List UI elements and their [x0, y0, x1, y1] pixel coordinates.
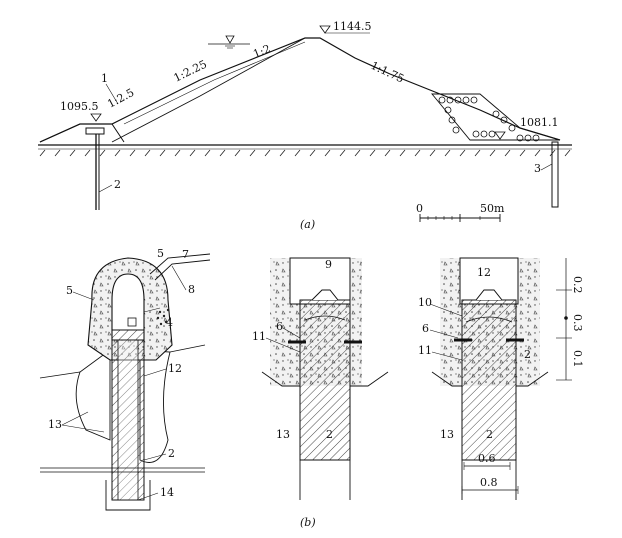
right-label-6: 6 — [422, 322, 429, 335]
joint-detail-right: 0.2 0.3 0.1 0.6 0.8 12 10 6 11 2 13 2 — [418, 257, 584, 500]
slope-upstream-top: 1:2 — [251, 42, 272, 61]
leader-4 — [143, 307, 161, 313]
right-dim-01: 0.1 — [571, 350, 584, 368]
left-label-7: 7 — [182, 248, 189, 261]
gravel-dots — [156, 308, 170, 326]
leader-3 — [540, 163, 553, 171]
cable-lower — [154, 259, 211, 281]
right-leader-10 — [429, 303, 463, 317]
leader-13a — [61, 411, 89, 426]
slope-line-left — [39, 371, 81, 379]
elev-crest-marker — [319, 25, 331, 34]
leader-12 — [143, 368, 167, 377]
cable-upper — [149, 253, 211, 275]
mid-arc — [304, 315, 346, 321]
right-dim-03: 0.3 — [571, 314, 584, 332]
right-dim-08: 0.8 — [480, 476, 498, 489]
left-label-5a: 5 — [157, 247, 164, 260]
soil-body-left — [75, 349, 111, 441]
right-label-2: 2 — [524, 348, 531, 361]
right-label-12: 12 — [477, 266, 491, 279]
mid-wall-head — [300, 289, 350, 301]
soil-body-right — [139, 349, 171, 463]
leader-5b — [72, 291, 95, 301]
leader-8 — [171, 265, 187, 291]
slope-upstream-low: 1:2.5 — [105, 86, 136, 111]
leader-1 — [105, 83, 119, 105]
right-dim-02: 0.2 — [571, 276, 584, 294]
scale-bar — [419, 214, 501, 222]
left-label-5b: 5 — [66, 284, 73, 297]
right-wall-head — [462, 289, 516, 301]
elev-crest-label: 1144.5 — [333, 20, 372, 33]
joint-detail-left: 5 7 5 8 4 12 13 2 14 — [39, 247, 211, 511]
item-label-1: 1 — [101, 72, 108, 85]
water-level-symbol — [225, 35, 235, 44]
item-label-2: 2 — [114, 178, 121, 191]
mid-label-9: 9 — [325, 258, 332, 271]
mid-base — [261, 371, 389, 387]
left-label-4: 4 — [166, 316, 173, 329]
elev-left-marker — [90, 113, 102, 122]
left-label-14: 14 — [160, 486, 174, 499]
slope-line-right — [169, 344, 206, 353]
mid-label-2: 2 — [326, 428, 333, 441]
dam-cross-section: 1095.5 1144.5 1081.1 1:2.5 1:2.25 1:2 1:… — [38, 20, 572, 231]
right-label-13: 13 — [440, 428, 454, 441]
right-base — [431, 371, 549, 387]
slope-upstream-mid: 1:2.25 — [172, 58, 209, 85]
dam-profile — [39, 37, 561, 143]
anchor-block — [127, 317, 137, 327]
caption-a: (a) — [300, 218, 315, 231]
mid-wall — [299, 299, 351, 461]
rockfill-blocks — [438, 96, 540, 142]
elev-right-label: 1081.1 — [520, 116, 559, 129]
left-label-8: 8 — [188, 283, 195, 296]
right-arc — [465, 316, 513, 323]
inner-facing-line — [111, 37, 306, 143]
left-label-13: 13 — [48, 418, 62, 431]
right-label-2b: 2 — [486, 428, 493, 441]
downstream-rockfill-zone — [431, 93, 561, 141]
right-label-10: 10 — [418, 296, 432, 309]
joint-detail-middle: 9 6 11 13 2 — [252, 257, 389, 500]
mid-label-6: 6 — [276, 320, 283, 333]
leader-2 — [98, 184, 113, 193]
right-dim-dot — [564, 316, 568, 320]
pile-right — [551, 141, 559, 208]
toe-plinth — [85, 127, 105, 135]
wall-bottom — [105, 480, 151, 511]
mid-label-13: 13 — [276, 428, 290, 441]
elev-left-label: 1095.5 — [60, 100, 99, 113]
wall-core — [117, 339, 139, 501]
leader-13b — [61, 424, 105, 433]
mid-leader-6 — [282, 327, 301, 339]
mid-label-11: 11 — [252, 330, 266, 343]
ground-hatching — [39, 149, 571, 157]
elev-right-marker — [494, 131, 506, 140]
left-label-2: 2 — [168, 447, 175, 460]
left-label-12: 12 — [168, 362, 182, 375]
face-slab-line — [123, 41, 306, 125]
leader-2b — [143, 453, 167, 461]
slope-downstream: 1:1.75 — [369, 59, 406, 86]
upstream-berm — [39, 123, 125, 143]
right-label-11: 11 — [418, 344, 432, 357]
scale-end: 50m — [480, 202, 505, 215]
mid-leader-11 — [265, 337, 301, 353]
right-dim-06: 0.6 — [478, 452, 496, 465]
right-wall — [461, 299, 517, 461]
right-leader-6 — [429, 329, 459, 339]
item-label-3: 3 — [534, 162, 541, 175]
leader-14 — [137, 492, 159, 501]
scale-zero: 0 — [416, 202, 423, 215]
right-leader-11 — [431, 351, 463, 361]
caption-b: (b) — [300, 516, 316, 529]
